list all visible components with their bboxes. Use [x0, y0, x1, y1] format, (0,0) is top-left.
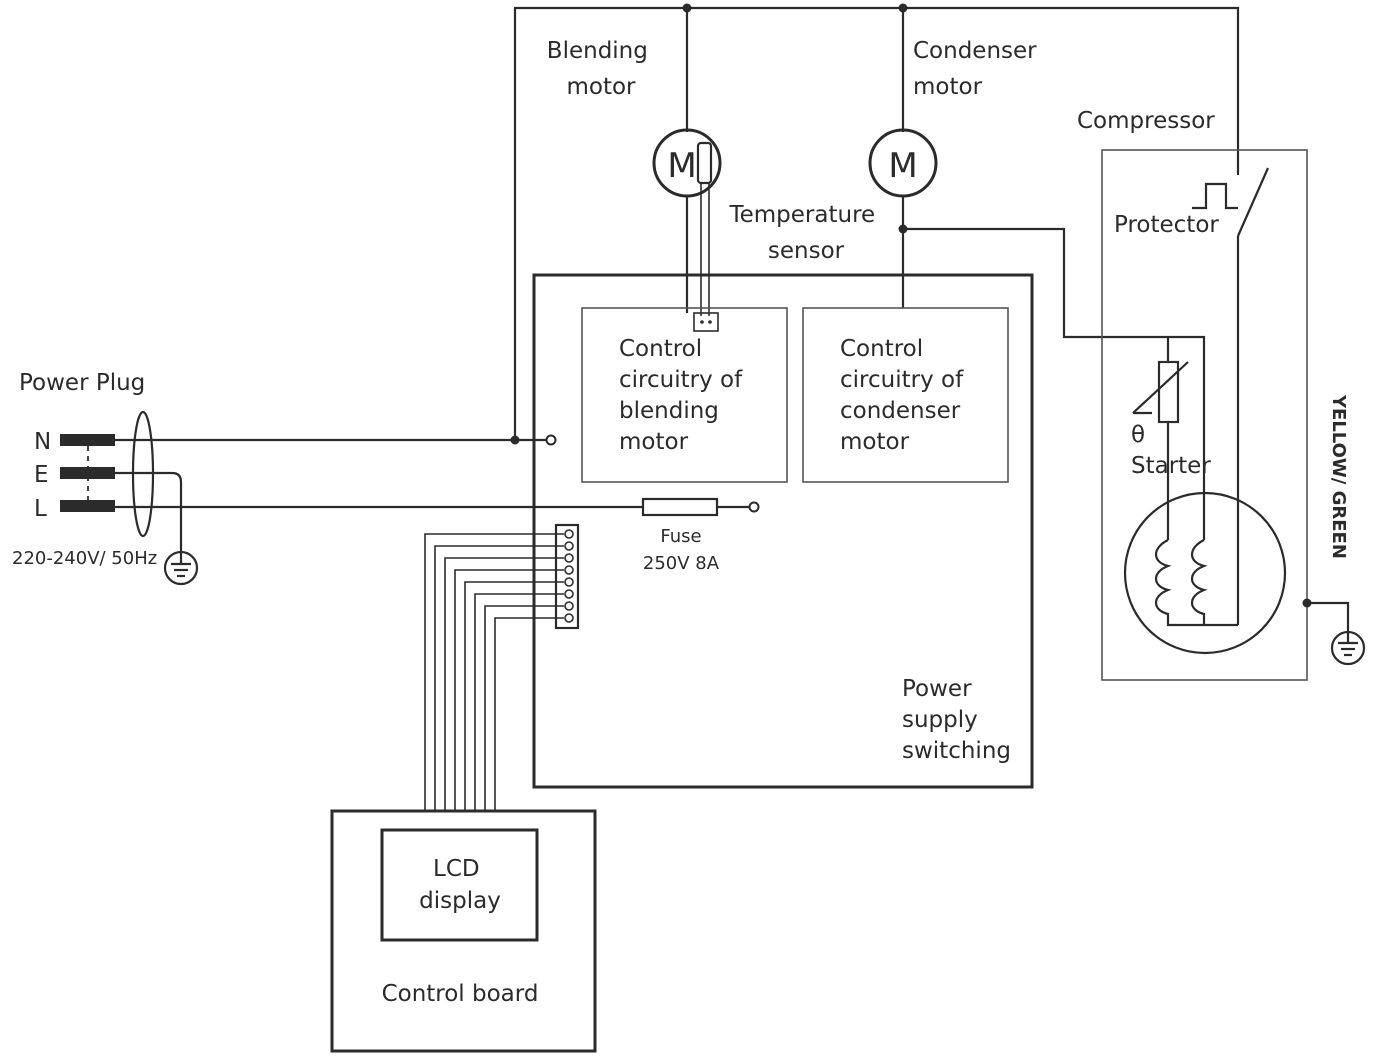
lcd-display-box [380, 828, 539, 942]
compressor-ground-icon [1330, 630, 1366, 666]
ribbon-wire [444, 557, 564, 811]
blending-motor-label: Blending motor [547, 38, 655, 100]
compressor-winding-run [1190, 539, 1208, 625]
blending-control-label: Control circuitry of blending motor [619, 336, 749, 455]
ribbon-connector-pins [564, 529, 574, 623]
top-bus-wire [513, 6, 1240, 440]
blending-motor-letter: M [667, 146, 696, 186]
ribbon-wire [464, 581, 564, 811]
temperature-sensor-wire [903, 227, 1206, 540]
ribbon-wire [454, 569, 564, 811]
ribbon-pin [564, 613, 574, 623]
control-board-label: Control board [382, 981, 539, 1007]
protector-label: Protector [1114, 212, 1219, 238]
pin-n-label: N [34, 429, 51, 455]
fuse-label: Fuse [660, 526, 701, 547]
ribbon-pin [564, 577, 574, 587]
voltage-label: 220-240V/ 50Hz [12, 548, 157, 569]
power-supply-label: Power supply switching [902, 676, 1011, 764]
fuse-rating-label: 250V 8A [643, 553, 720, 574]
protector-symbol [1192, 182, 1238, 210]
ribbon-wire [484, 605, 564, 811]
starter-resistor [1157, 360, 1180, 424]
ribbon-wire [434, 545, 564, 811]
protector-switch [1236, 167, 1270, 237]
blending-motor-symbol: M [652, 128, 722, 198]
ribbon-pin [564, 601, 574, 611]
condenser-motor-label: Condenser motor [913, 38, 1044, 100]
blending-motor-connector [693, 312, 719, 332]
starter-slash [1132, 361, 1189, 414]
plug-pin-e [60, 467, 115, 479]
ribbon-pin [564, 529, 574, 539]
ribbon-wire [494, 617, 564, 811]
pin-l-label: L [34, 496, 47, 522]
plug-pin-n [60, 434, 115, 446]
neutral-terminal [545, 434, 557, 446]
ribbon-pin [564, 553, 574, 563]
starter-label: Starter [1131, 453, 1211, 479]
ribbon-cable [424, 533, 564, 811]
ribbon-pin [564, 589, 574, 599]
ribbon-pin [564, 541, 574, 551]
yellow-green-label: YELLOW/ GREEN [1328, 394, 1349, 559]
ribbon-pin [564, 565, 574, 575]
compressor-earth-wire [1307, 601, 1350, 632]
plug-pin-l [60, 500, 115, 512]
control-board-box [330, 809, 597, 1053]
condenser-control-label: Control circuitry of condenser motor [840, 336, 970, 455]
power-plug-label: Power Plug [19, 370, 145, 396]
fuse-symbol [641, 497, 719, 517]
plug-ground-icon [163, 550, 199, 586]
lcd-display-label: LCD display [419, 856, 501, 914]
earth-wire [115, 471, 183, 553]
starter-theta-label: θ [1131, 422, 1145, 448]
live-terminal [748, 501, 760, 513]
temperature-sensor-label: Temperature sensor [728, 202, 882, 264]
pin-e-label: E [34, 462, 49, 488]
compressor-winding-start [1154, 539, 1238, 627]
junction-dot [510, 435, 520, 445]
ribbon-wire [424, 533, 564, 811]
condenser-control-box [802, 307, 1009, 483]
blending-control-box [581, 307, 788, 483]
condenser-motor-symbol: M [868, 128, 938, 198]
compressor-motor [1123, 491, 1287, 655]
condenser-motor-letter: M [888, 146, 917, 186]
compressor-box [1101, 149, 1308, 681]
ribbon-wire [474, 593, 564, 811]
compressor-label: Compressor [1077, 108, 1215, 134]
ribbon-connector [554, 523, 580, 630]
power-supply-box [532, 273, 1034, 789]
